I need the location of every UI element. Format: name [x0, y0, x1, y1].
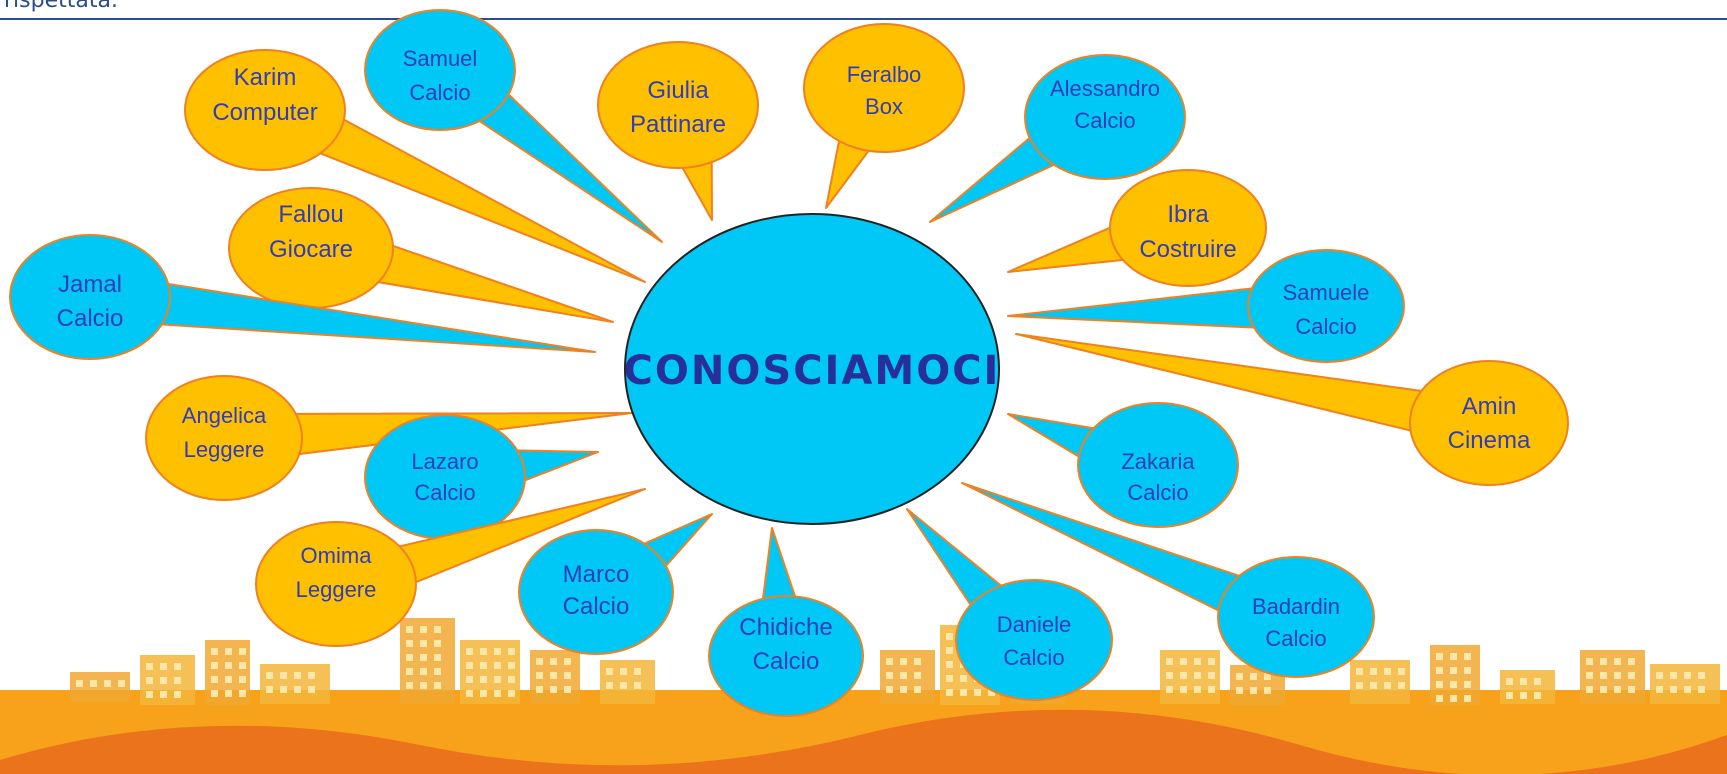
bubble-activity: Leggere [296, 577, 377, 602]
bubble-name: Jamal [58, 271, 122, 298]
bubble-activity: Calcio [409, 80, 470, 105]
city-skyline-decoration [0, 618, 1727, 774]
bubble-name: Alessandro [1050, 76, 1160, 101]
bubble-name: Fallou [278, 201, 343, 228]
header-divider [0, 18, 1727, 20]
bubble-activity: Calcio [1265, 626, 1326, 651]
bubble-activity: Costruire [1139, 236, 1236, 263]
bubble-activity: Calcio [1127, 480, 1188, 505]
bubble-name: Ibra [1167, 201, 1209, 228]
bubble-name: Samuele [1283, 280, 1370, 305]
bubble-activity: Cinema [1448, 427, 1531, 454]
bubble-tail [1007, 283, 1285, 330]
bubble-name: Giulia [647, 77, 709, 104]
header-text-snippet: rispettata. [4, 0, 118, 13]
bubble-activity: Pattinare [630, 111, 726, 138]
bubble-name: Marco [563, 561, 630, 588]
bubble-name: Zakaria [1121, 449, 1195, 474]
bubble-name: Karim [234, 64, 297, 91]
diagram-title: CONOSCIAMOCI [624, 348, 1001, 394]
bubble-name: Amin [1462, 393, 1517, 420]
bubble-name: Feralbo [847, 62, 922, 87]
bubble-name: Omima [301, 543, 373, 568]
bubble-name: Angelica [182, 403, 267, 428]
bubble-name: Badardin [1252, 594, 1340, 619]
bubble-activity: Leggere [184, 437, 265, 462]
bubble-activity: Computer [212, 99, 317, 126]
bubble-name: Samuel [403, 46, 478, 71]
bubble-activity: Calcio [753, 648, 820, 675]
bubble-name: Chidiche [739, 614, 832, 641]
bubble-activity: Calcio [1074, 108, 1135, 133]
bubble-activity: Box [865, 94, 903, 119]
bubble-activity: Giocare [269, 236, 353, 263]
bubble-name: Daniele [997, 612, 1072, 637]
bubble-activity: Calcio [57, 305, 124, 332]
central-hub: CONOSCIAMOCI [624, 213, 1001, 525]
hub-ellipse [624, 213, 1000, 525]
bubble-tail [1015, 333, 1452, 440]
bubble-activity: Calcio [414, 480, 475, 505]
bubble-activity: Calcio [1003, 645, 1064, 670]
bubble-name: Lazaro [411, 449, 478, 474]
bubble-activity: Calcio [1295, 314, 1356, 339]
bubble-activity: Calcio [563, 593, 630, 620]
